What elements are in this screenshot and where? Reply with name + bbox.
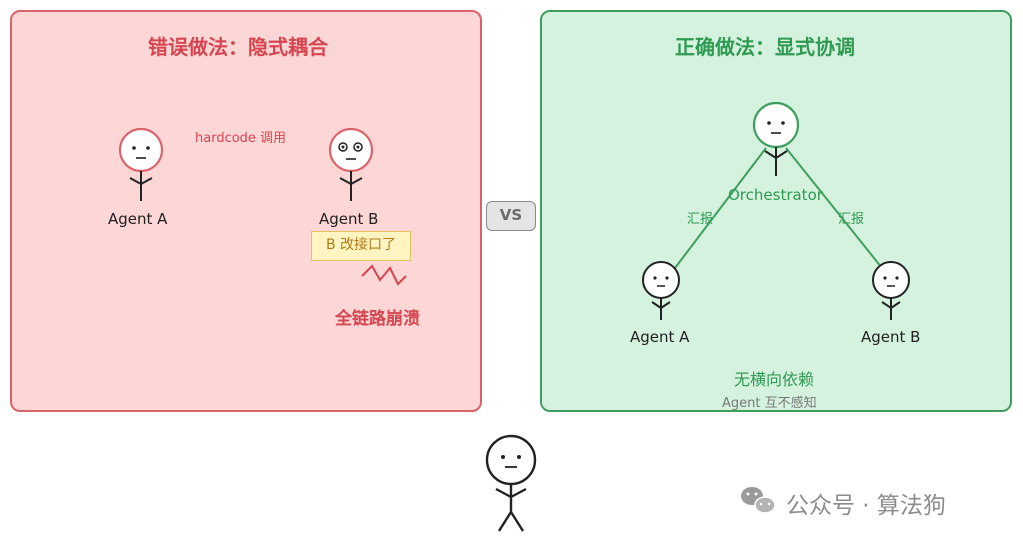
agents-unaware-note: Agent 互不感知 bbox=[722, 396, 817, 411]
watermark-text: 公众号 · 算法狗 bbox=[786, 493, 946, 519]
report-label-right: 汇报 bbox=[838, 212, 865, 227]
agent-a-label-right: Agent A bbox=[630, 328, 690, 346]
report-line-right bbox=[785, 147, 883, 269]
chain-collapse-note: 全链路崩溃 bbox=[335, 309, 420, 329]
report-line-left bbox=[674, 147, 767, 269]
no-lateral-dependency-note: 无横向依赖 bbox=[734, 370, 815, 389]
agent-b-label-wrong: Agent B bbox=[319, 210, 379, 228]
break-zigzag bbox=[361, 264, 407, 286]
agent-b-figure-right bbox=[872, 261, 910, 320]
agent-b-label-right: Agent B bbox=[861, 328, 921, 346]
wrong-approach-title: 错误做法：隐式耦合 bbox=[148, 35, 328, 59]
wechat-icon bbox=[741, 487, 776, 514]
vs-badge: VS bbox=[486, 201, 536, 231]
orchestrator-figure bbox=[752, 101, 800, 176]
observer-figure bbox=[485, 434, 537, 532]
hardcode-call-label: hardcode 调用 bbox=[195, 131, 287, 146]
wrong-approach-panel bbox=[10, 10, 482, 412]
agent-b-figure-wrong bbox=[328, 127, 374, 201]
agent-a-figure-wrong bbox=[118, 127, 164, 201]
right-approach-panel bbox=[540, 10, 1012, 412]
orchestrator-label: Orchestrator bbox=[728, 186, 823, 204]
report-label-left: 汇报 bbox=[687, 212, 714, 227]
agent-a-label-wrong: Agent A bbox=[108, 210, 168, 228]
agent-a-figure-right bbox=[642, 261, 680, 320]
right-approach-title: 正确做法：显式协调 bbox=[675, 35, 855, 59]
interface-change-note: B 改接口了 bbox=[311, 231, 411, 261]
